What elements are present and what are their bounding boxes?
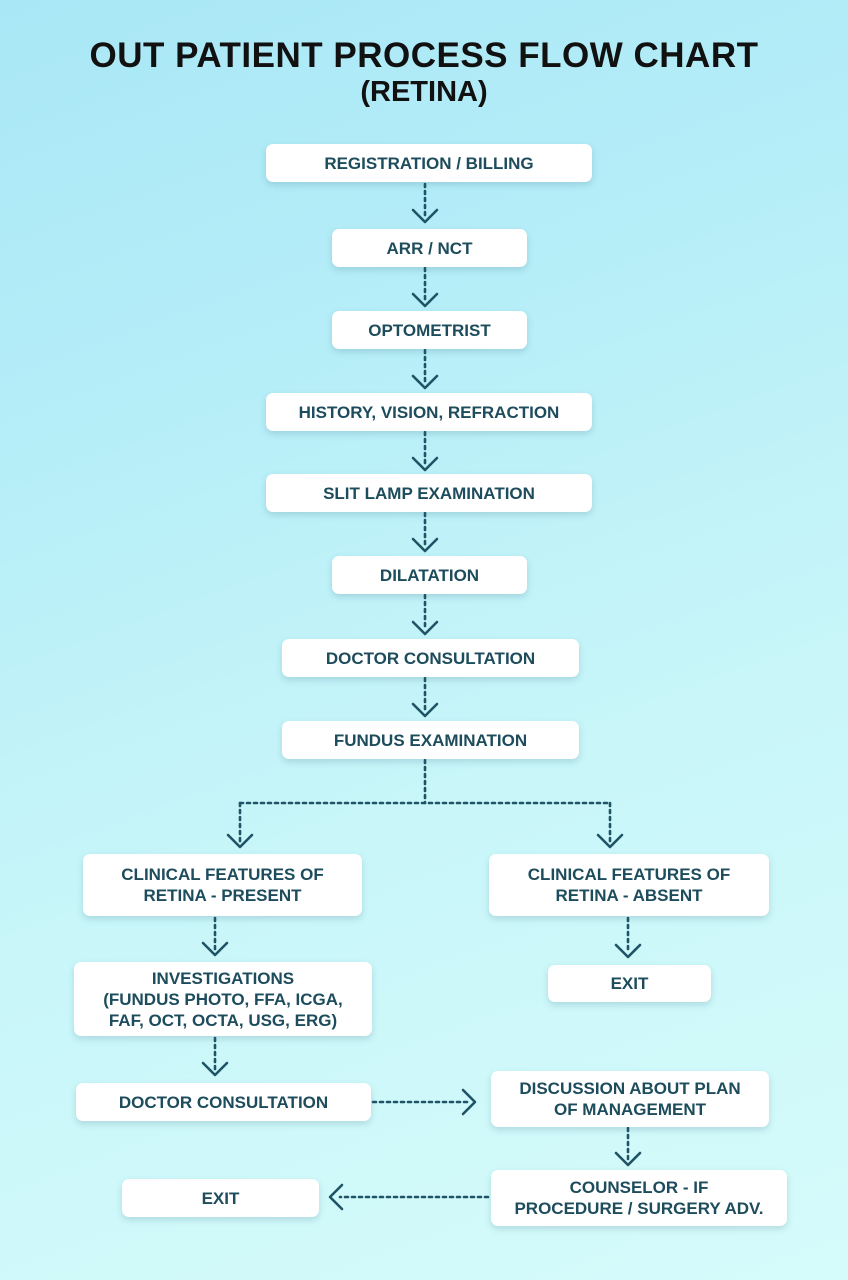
step-discussion-plan-of-management: DISCUSSION ABOUT PLAN OF MANAGEMENT bbox=[491, 1071, 769, 1127]
step-label: HISTORY, VISION, REFRACTION bbox=[298, 402, 560, 422]
arrow-head-down bbox=[411, 208, 439, 224]
arrow-head-down bbox=[614, 1151, 642, 1167]
step-clinical-features-present: CLINICAL FEATURES OF RETINA - PRESENT bbox=[83, 854, 362, 916]
step-label: SLIT LAMP EXAMINATION bbox=[323, 483, 535, 503]
page-title: OUT PATIENT PROCESS FLOW CHART bbox=[89, 36, 759, 75]
step-exit-right: EXIT bbox=[548, 965, 711, 1002]
arrow-head-down bbox=[411, 292, 439, 308]
arrow-head-down bbox=[411, 537, 439, 553]
arrow-head-down bbox=[201, 941, 229, 957]
arrow-head-down bbox=[411, 702, 439, 718]
step-optometrist: OPTOMETRIST bbox=[332, 311, 527, 349]
step-label: CLINICAL FEATURES OF bbox=[527, 865, 731, 884]
step-label: REGISTRATION / BILLING bbox=[324, 153, 534, 173]
arrow-head-down bbox=[614, 943, 642, 959]
arrow-head-down bbox=[596, 833, 624, 849]
step-label: OF MANAGEMENT bbox=[553, 1100, 707, 1119]
step-label: EXIT bbox=[610, 974, 649, 993]
step-dilatation: DILATATION bbox=[332, 556, 527, 594]
step-clinical-features-absent: CLINICAL FEATURES OF RETINA - ABSENT bbox=[489, 854, 769, 916]
step-doctor-consultation: DOCTOR CONSULTATION bbox=[282, 639, 579, 677]
step-arr-nct: ARR / NCT bbox=[332, 229, 527, 267]
arrow-head-down bbox=[411, 620, 439, 636]
page-subtitle: (RETINA) bbox=[360, 76, 488, 108]
step-label: RETINA - ABSENT bbox=[555, 886, 703, 905]
step-counselor: COUNSELOR - IF PROCEDURE / SURGERY ADV. bbox=[491, 1170, 787, 1226]
step-label: EXIT bbox=[201, 1188, 240, 1208]
step-label: ARR / NCT bbox=[386, 238, 473, 258]
arrow-head-down bbox=[411, 456, 439, 472]
step-label: RETINA - PRESENT bbox=[143, 886, 302, 905]
step-label: OPTOMETRIST bbox=[368, 320, 491, 340]
step-label: COUNSELOR - IF bbox=[569, 1178, 709, 1197]
step-fundus-examination: FUNDUS EXAMINATION bbox=[282, 721, 579, 759]
arrow-head-down bbox=[411, 374, 439, 390]
arrow-head-left bbox=[328, 1183, 344, 1211]
arrow-head-right bbox=[461, 1088, 477, 1116]
step-doctor-consultation-2: DOCTOR CONSULTATION bbox=[76, 1083, 371, 1121]
step-label: PROCEDURE / SURGERY ADV. bbox=[514, 1199, 764, 1218]
step-label: DILATATION bbox=[379, 565, 480, 585]
arrow-head-down bbox=[201, 1061, 229, 1077]
step-exit-left: EXIT bbox=[122, 1179, 319, 1217]
step-label: (FUNDUS PHOTO, FFA, ICGA, bbox=[103, 989, 343, 1009]
step-label: FUNDUS EXAMINATION bbox=[333, 730, 528, 750]
step-history-vision-refraction: HISTORY, VISION, REFRACTION bbox=[266, 393, 592, 431]
step-registration-billing: REGISTRATION / BILLING bbox=[266, 144, 592, 182]
step-label: DOCTOR CONSULTATION bbox=[325, 648, 536, 668]
step-label: INVESTIGATIONS bbox=[151, 968, 295, 988]
step-label: DOCTOR CONSULTATION bbox=[118, 1092, 329, 1112]
step-label: FAF, OCT, OCTA, USG, ERG) bbox=[108, 1010, 338, 1030]
step-label: CLINICAL FEATURES OF bbox=[121, 865, 324, 884]
step-slit-lamp-examination: SLIT LAMP EXAMINATION bbox=[266, 474, 592, 512]
arrow-head-down bbox=[226, 833, 254, 849]
step-investigations: INVESTIGATIONS (FUNDUS PHOTO, FFA, ICGA,… bbox=[74, 962, 372, 1036]
step-label: DISCUSSION ABOUT PLAN bbox=[519, 1079, 741, 1098]
